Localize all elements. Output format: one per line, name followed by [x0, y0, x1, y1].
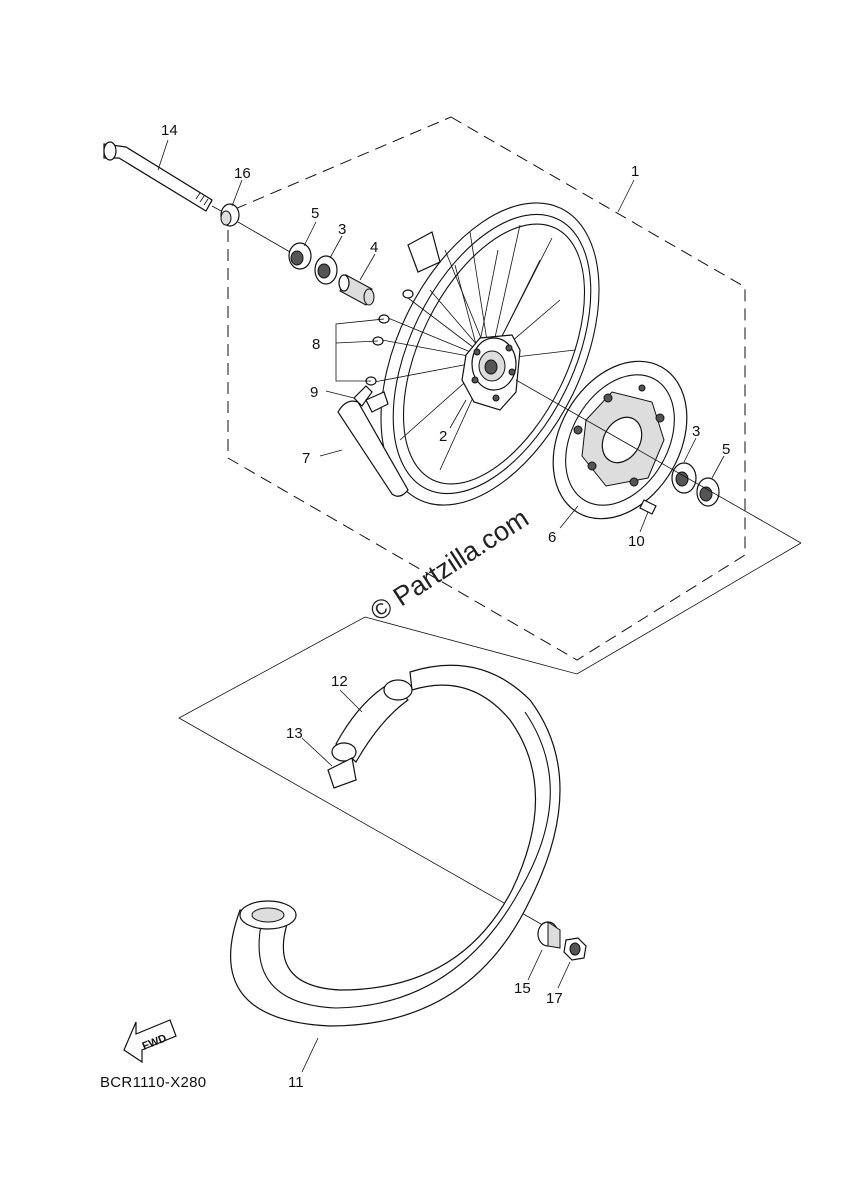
label-14: 14 [161, 122, 178, 139]
hub [461, 334, 521, 411]
label-6: 6 [548, 529, 556, 546]
label-13: 13 [286, 725, 303, 742]
wheel-rim [380, 202, 600, 506]
label-17: 17 [546, 990, 563, 1007]
label-12: 12 [331, 673, 348, 690]
watermark: © Partzilla.com [365, 503, 534, 627]
label-1: 1 [631, 163, 639, 180]
label-16: 16 [234, 165, 251, 182]
part-labels: 1 2 3 3 4 5 5 6 7 8 9 10 11 12 13 14 15 … [161, 122, 730, 1091]
axle [103, 141, 233, 218]
label-4: 4 [370, 239, 378, 256]
spoke-nipples [365, 289, 414, 386]
alignment-line [178, 542, 802, 929]
leader-lines [157, 139, 725, 1073]
label-15: 15 [514, 980, 531, 997]
label-10: 10 [628, 533, 645, 550]
label-7: 7 [302, 450, 310, 467]
axle-collar [537, 921, 561, 949]
label-11: 11 [288, 1074, 304, 1091]
disc-bolt [639, 499, 657, 515]
rim-band [337, 400, 409, 497]
fwd-arrow-icon: FWD [123, 1019, 177, 1064]
axle-nut [563, 937, 587, 961]
hub-axis-line [515, 379, 802, 544]
label-8: 8 [312, 336, 320, 353]
inner-tube [331, 679, 413, 763]
brake-disc [552, 360, 688, 520]
rim-tape [327, 757, 357, 789]
oil-seal-right [696, 477, 720, 507]
collar [220, 203, 291, 253]
label-5-left: 5 [311, 205, 319, 222]
tire [230, 664, 561, 1027]
label-5-right: 5 [722, 441, 730, 458]
tire-lock [353, 385, 389, 413]
drawing-code: BCR1110-X280 [100, 1074, 206, 1091]
label-3-right: 3 [692, 423, 700, 440]
label-9: 9 [310, 384, 318, 401]
bearing-right [671, 462, 697, 494]
bearing-left [314, 255, 338, 285]
label-3-left: 3 [338, 221, 346, 238]
oil-seal-left [288, 242, 312, 270]
spacer [338, 274, 375, 306]
label-2: 2 [439, 428, 447, 445]
